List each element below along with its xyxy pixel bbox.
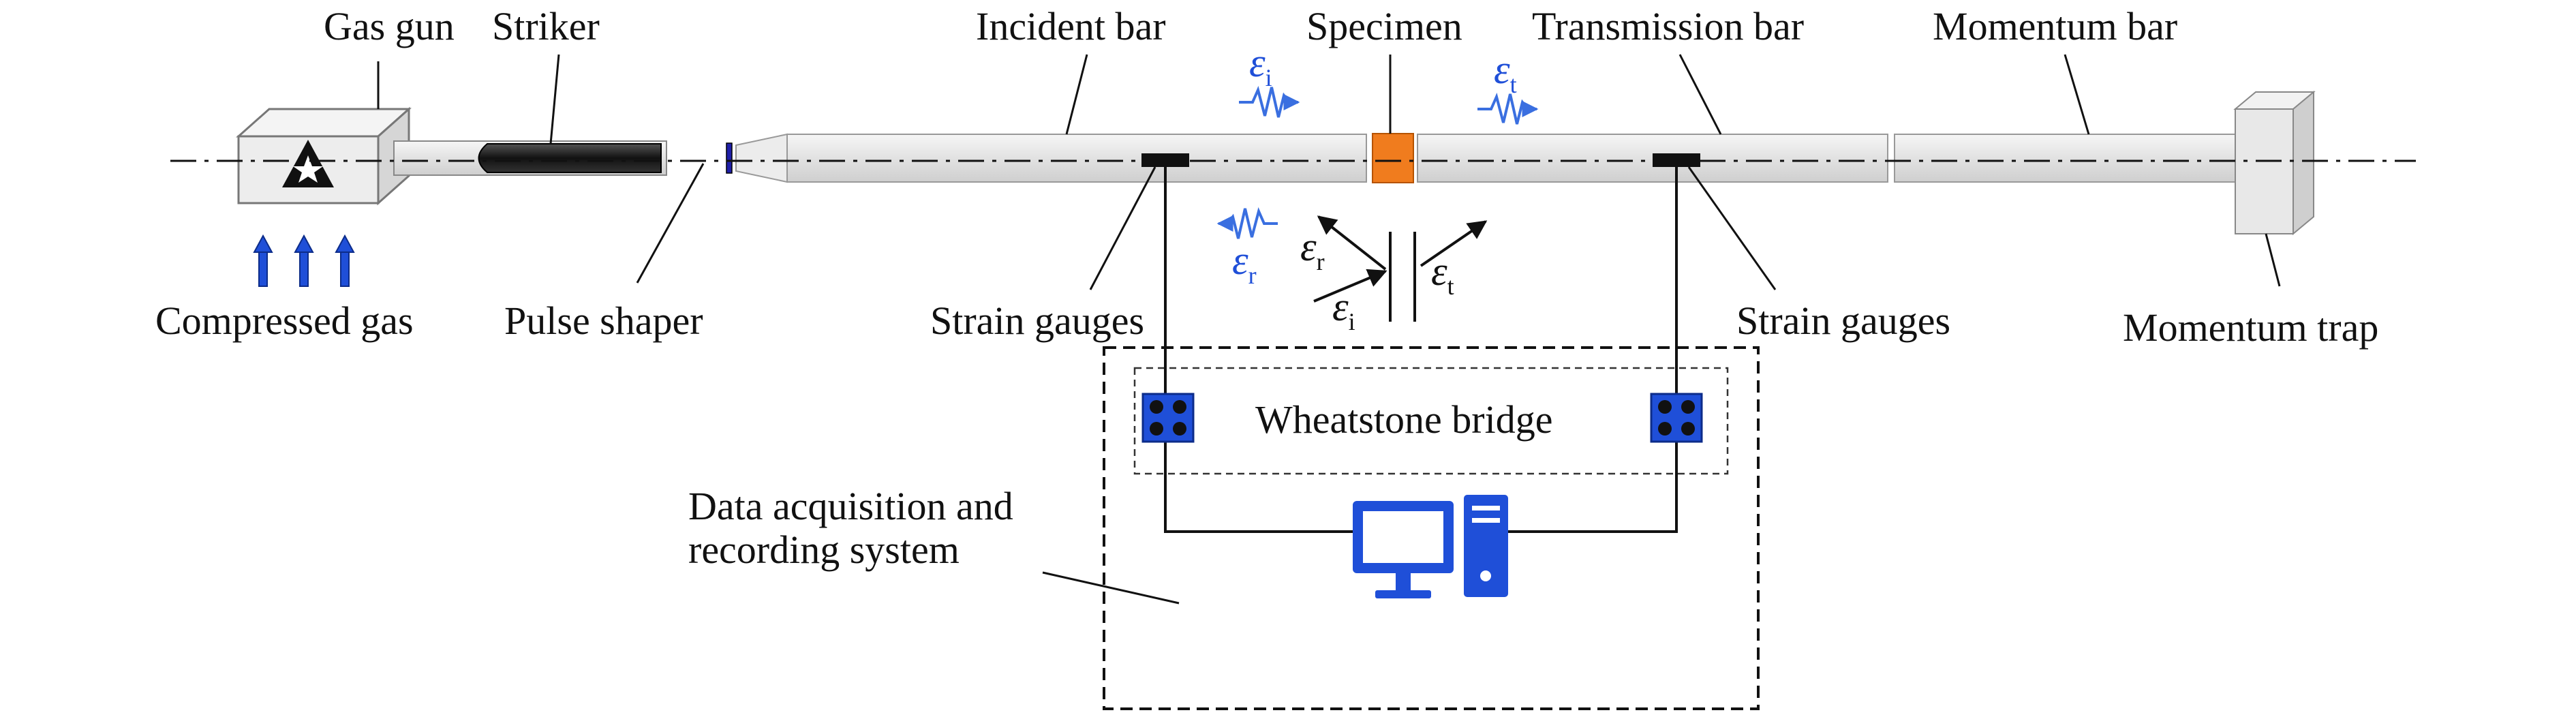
leader-lines (377, 54, 2281, 605)
label-momentum-trap: Momentum trap (2123, 305, 2378, 350)
label-specimen: Specimen (1306, 4, 1462, 48)
label-striker: Striker (492, 4, 600, 48)
four-dot-connector-icon (1141, 393, 1195, 443)
incident-wave-indicator (1239, 85, 1300, 118)
label-strain-gauges-left: Strain gauges (930, 299, 1144, 343)
desktop-computer-icon (1353, 495, 1508, 598)
data-acquisition-box (1103, 346, 1760, 710)
strain-gauge-incident (1141, 153, 1189, 167)
strain-gauge-transmission (1653, 153, 1700, 167)
signal-wires (1164, 167, 1678, 533)
label-incident-bar: Incident bar (976, 4, 1166, 48)
label-gas-gun: Gas gun (324, 4, 455, 48)
epsilon-r-interface: εr (1300, 224, 1325, 275)
incident-bar (735, 133, 1367, 183)
label-daq-line2: recording system (688, 528, 960, 572)
pulse-shaper (726, 142, 733, 174)
label-strain-gauges-right: Strain gauges (1736, 299, 1950, 343)
momentum-trap (2233, 90, 2316, 236)
label-momentum-bar: Momentum bar (1933, 4, 2177, 48)
reflected-wave-indicator (1216, 207, 1278, 239)
wheatstone-bridge-box (1133, 367, 1729, 475)
warning-triangle-icon (282, 140, 334, 187)
label-compressed-gas: Compressed gas (155, 299, 414, 343)
momentum-bar (1894, 134, 2236, 183)
interface-wave-diagram (1313, 215, 1488, 322)
gas-gun (236, 106, 412, 206)
four-dot-connector-icon (1650, 393, 1703, 443)
epsilon-t-top: εt (1494, 47, 1517, 98)
transmitted-wave-indicator (1477, 92, 1539, 125)
epsilon-t-interface: εt (1431, 249, 1454, 300)
label-wheatstone-bridge: Wheatstone bridge (1255, 397, 1552, 442)
specimen (1372, 133, 1414, 183)
epsilon-i-interface: εi (1332, 284, 1355, 335)
epsilon-r-low: εr (1232, 238, 1257, 289)
label-pulse-shaper: Pulse shaper (504, 299, 703, 343)
striker (478, 143, 662, 173)
label-daq-line1: Data acquisition and (688, 484, 1013, 528)
compressed-gas-arrows (253, 234, 355, 287)
label-transmission-bar: Transmission bar (1532, 4, 1804, 48)
epsilon-i-top: εi (1249, 40, 1272, 91)
